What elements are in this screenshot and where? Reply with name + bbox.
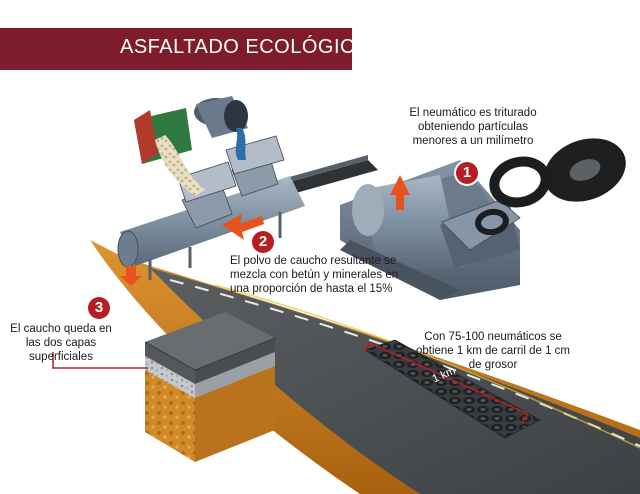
step-2-badge: 2 [252, 231, 274, 253]
callout-line [52, 352, 148, 369]
road-note: Con 75-100 neumáticos se obtiene 1 km de… [415, 331, 571, 371]
tire-layer [364, 339, 541, 439]
arrow-output-icon [120, 266, 142, 286]
pavement-block [144, 312, 276, 462]
distance-marker [363, 342, 529, 424]
bitumen-barrel [194, 96, 248, 160]
title-banner [0, 28, 352, 70]
step-3-caption: El caucho queda en las dos capas superfi… [10, 323, 112, 363]
mineral-bin [134, 108, 205, 196]
step-3-badge: 3 [88, 297, 110, 319]
arrow-mixer-icon [222, 214, 264, 240]
step-1-badge: 1 [456, 162, 478, 184]
flow-arrows [120, 175, 410, 286]
tires [475, 138, 626, 236]
step-1-caption: El neumático es triturado obteniendo par… [409, 107, 537, 147]
page-title: ASFALTADO ECOLÓGICO [120, 36, 372, 58]
mixer-hoppers [177, 135, 285, 229]
step-2-caption: El polvo de caucho resultante se mezcla … [230, 255, 399, 295]
arrow-shredder-icon [390, 175, 410, 210]
